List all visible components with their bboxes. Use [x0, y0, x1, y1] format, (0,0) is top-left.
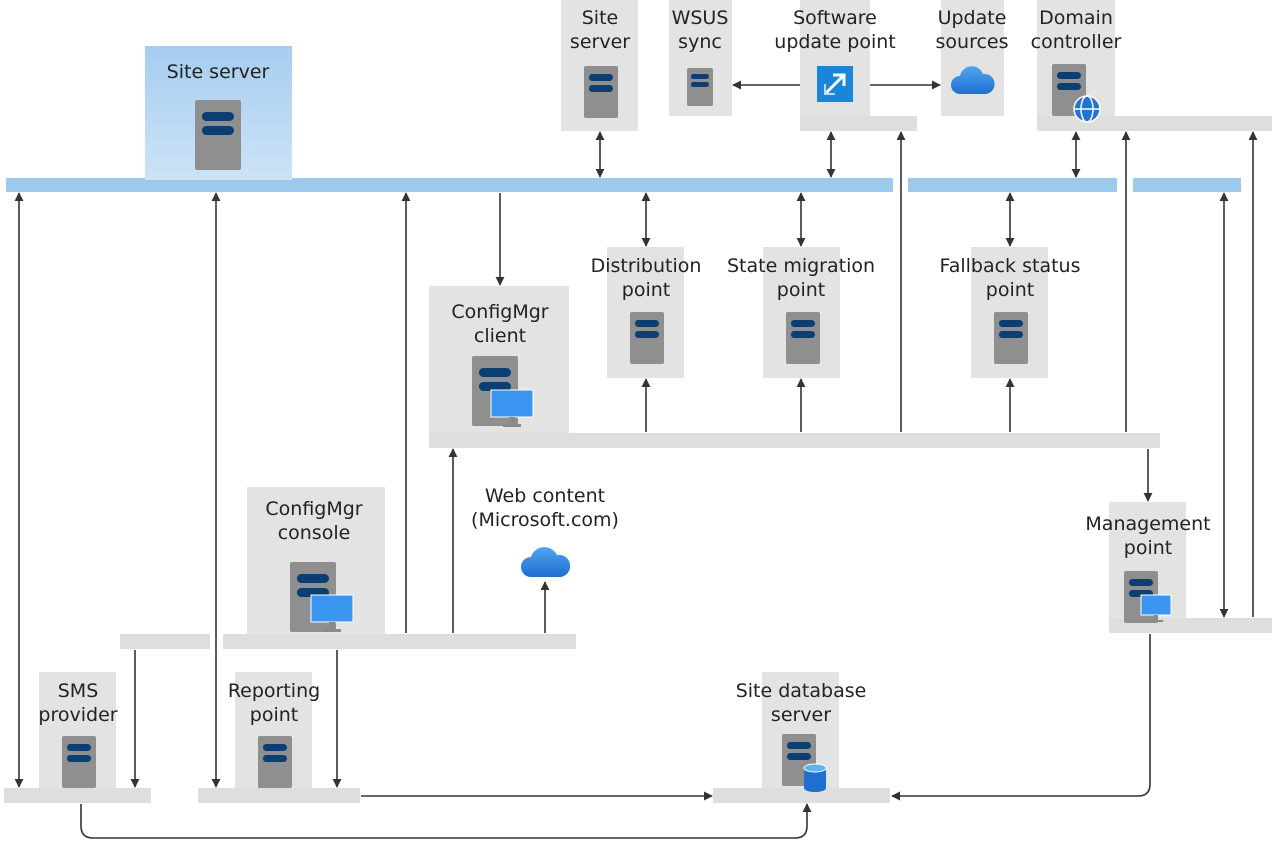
update-sources-cloud-icon — [950, 62, 996, 96]
update-sources-node — [941, 0, 1004, 116]
site-database-server-base — [713, 788, 890, 803]
wire-mp-db — [891, 634, 1151, 801]
web-content-cloud-icon — [520, 541, 572, 579]
web-content-label: Web content (Microsoft.com) — [471, 485, 619, 531]
state-migration-point-icon — [786, 312, 820, 364]
sms-provider-icon — [62, 736, 96, 788]
reporting-point-base — [198, 788, 360, 803]
state-migration-point-label: State migration point — [726, 255, 876, 301]
site-server-top-icon — [584, 66, 618, 118]
configmgr-console-label: ConfigMgr console — [265, 498, 363, 544]
fallback-network-bus — [908, 178, 1117, 192]
globe-icon — [1073, 95, 1101, 123]
site-database-server-label: Site database server — [735, 680, 867, 726]
management-point-label: Management point — [1085, 513, 1211, 559]
fallback-status-point-label: Fallback status point — [939, 255, 1081, 301]
configmgr-client-base — [429, 433, 1160, 448]
site-server-main-icon — [195, 100, 241, 170]
software-update-point-label: Software update point — [774, 7, 896, 53]
configmgr-console-base — [223, 634, 576, 649]
distribution-point-label: Distribution point — [590, 255, 702, 301]
update-sources-label: Update sources — [935, 7, 1009, 53]
domain-controller-base — [1037, 116, 1272, 131]
left-small-bar — [120, 634, 210, 649]
console-monitor-icon — [310, 594, 354, 634]
management-monitor-icon — [1140, 594, 1172, 624]
software-update-icon — [817, 66, 853, 102]
software-update-point-node — [800, 0, 870, 131]
site-server-main-label: Site server — [166, 61, 270, 83]
sms-provider-base — [4, 788, 151, 803]
wsus-sync-icon — [687, 68, 713, 106]
site-network-bus — [6, 178, 893, 192]
reporting-point-icon — [258, 736, 292, 788]
domain-controller-label: Domain controller — [1030, 7, 1122, 53]
reporting-point-label: Reporting point — [227, 680, 321, 726]
software-update-point-base — [800, 116, 917, 131]
sms-provider-label: SMS provider — [38, 680, 118, 726]
distribution-point-icon — [630, 312, 664, 364]
configmgr-client-label: ConfigMgr client — [451, 301, 549, 347]
management-network-bus — [1133, 178, 1241, 192]
fallback-status-point-icon — [994, 312, 1028, 364]
wsus-sync-label: WSUS sync — [671, 7, 729, 53]
site-server-top-label: Site server — [569, 7, 631, 53]
client-monitor-icon — [490, 389, 534, 429]
wire-sms-db — [80, 803, 812, 839]
database-icon — [803, 763, 827, 793]
